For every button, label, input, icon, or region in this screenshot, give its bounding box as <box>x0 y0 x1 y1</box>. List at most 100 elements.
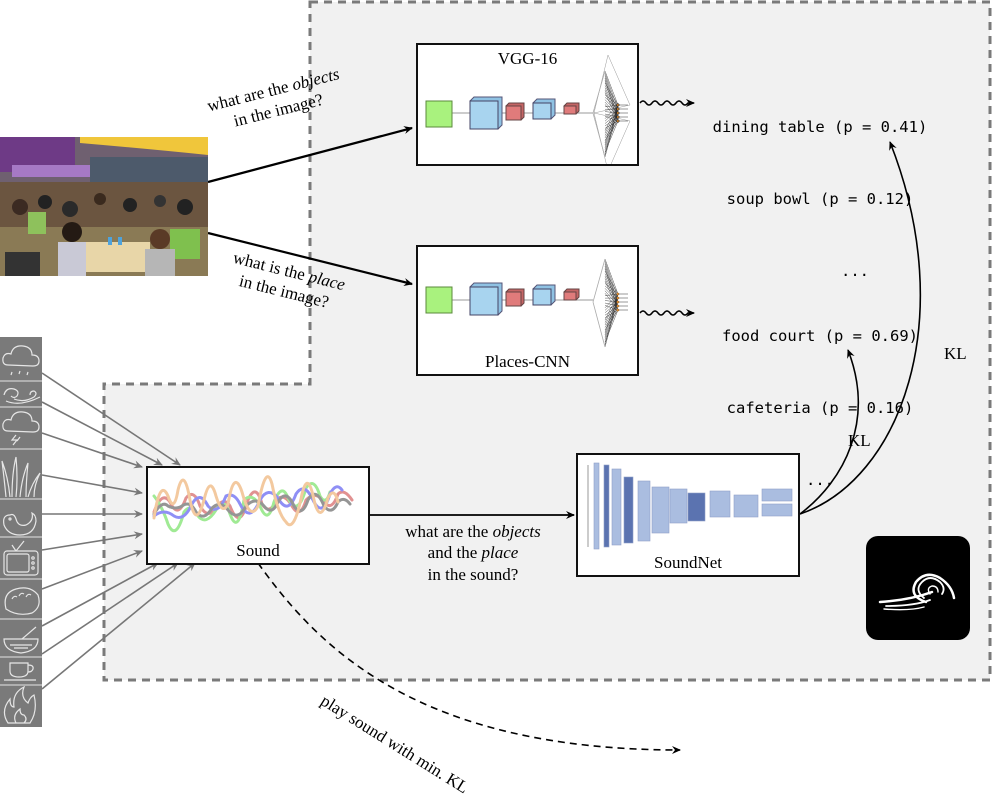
sound-waveforms <box>152 475 354 533</box>
soundnet-layers <box>593 462 793 550</box>
soundnet-architecture <box>587 462 793 550</box>
soundnet-layer <box>687 492 706 522</box>
vgg16-title: VGG-16 <box>497 49 558 68</box>
fc-connection <box>604 94 619 106</box>
fc-connection <box>604 261 619 299</box>
vgg16-architecture <box>425 54 631 164</box>
sound-question-line1-pre: what are the <box>405 522 493 541</box>
icon-strip-graphic <box>0 345 42 724</box>
fc-connection <box>604 104 619 119</box>
places-cnn-box: Places-CNN <box>416 245 639 376</box>
place-predictions: food court (p = 0.69) cafeteria (p = 0.1… <box>692 276 948 540</box>
fc-connection <box>604 108 619 146</box>
places-cnn-architecture <box>425 258 628 348</box>
vgg-output-wave <box>639 99 695 107</box>
place-prediction-2: cafeteria (p = 0.16) <box>726 399 914 417</box>
photo-graphic <box>0 137 208 276</box>
soundnet-layer <box>623 476 634 544</box>
fc-connection <box>604 293 619 311</box>
sound-title: Sound <box>236 541 280 560</box>
soundnet-layer <box>733 494 759 518</box>
cnn-layers <box>425 96 593 130</box>
place-prediction-1: food court (p = 0.69) <box>722 327 918 345</box>
soundnet-layer <box>611 468 622 546</box>
soundnet-layer <box>637 480 651 542</box>
fire-icon <box>3 685 36 724</box>
soundnet-layer <box>651 486 670 534</box>
places-output-wave <box>639 309 695 317</box>
wave-swirl-icon <box>878 573 956 611</box>
soundnet-box: SoundNet <box>576 453 800 577</box>
sound-category-icons <box>0 337 42 727</box>
fc-connection <box>604 70 619 106</box>
rain-cloud-icon <box>0 345 42 382</box>
soundnet-layer <box>603 464 610 548</box>
soundnet-output-layer <box>761 503 793 517</box>
fc-connection <box>604 104 619 131</box>
kl-label-places: KL <box>848 431 871 450</box>
fc-connection <box>604 85 619 110</box>
fc-connection <box>604 108 619 158</box>
fc-connection <box>604 258 619 295</box>
fc-connection <box>604 283 619 295</box>
icon-connectors <box>41 372 196 690</box>
place-prediction-ellipsis: ... <box>806 471 834 489</box>
fc-connection <box>604 104 619 143</box>
food-court-photo <box>0 137 208 276</box>
fc-connection <box>604 82 619 106</box>
fc-connection <box>604 293 619 345</box>
kl-curve-places <box>799 349 860 515</box>
fc-connection <box>604 293 619 309</box>
soundnet-output-layer <box>761 488 793 502</box>
app-logo <box>866 536 970 640</box>
fc-connection <box>604 288 619 303</box>
vgg16-box: VGG-16 <box>416 43 639 166</box>
sound-question-line2-pre: and the <box>427 543 482 563</box>
soundnet-layer <box>669 488 688 524</box>
place-arrow <box>207 231 413 286</box>
fc-edge <box>592 258 606 348</box>
kl-label-objects: KL <box>944 344 967 363</box>
fc-connection <box>604 271 619 295</box>
fc-connection <box>604 104 619 108</box>
fc-connection <box>604 276 619 303</box>
sound-question-line2-emphasis: place <box>481 543 519 563</box>
bird-icon <box>0 511 42 538</box>
wind-icon <box>0 388 42 408</box>
sound-question-line3: in the sound? <box>427 564 519 584</box>
fc-connection <box>604 297 619 348</box>
waveform-orange <box>152 475 340 527</box>
fc-connection <box>604 293 619 333</box>
fc-connection <box>604 278 619 307</box>
fully-connected-fan <box>592 54 631 164</box>
soundnet-layer <box>709 490 731 518</box>
sound-box: Sound <box>146 466 370 565</box>
waveform-gray <box>152 492 352 518</box>
fc-connection <box>604 273 619 299</box>
television-icon <box>0 540 42 580</box>
soundnet-layer <box>593 462 600 550</box>
fc-connection <box>604 297 619 335</box>
object-predictions: dining table (p = 0.41) soup bowl (p = 0… <box>692 67 948 331</box>
fc-connection <box>604 104 619 155</box>
places-cnn-title: Places-CNN <box>485 352 570 371</box>
fc-connection <box>604 285 619 299</box>
object-prediction-ellipsis: ... <box>841 262 869 280</box>
objects-arrow <box>207 126 413 184</box>
fc-connection <box>604 280 619 311</box>
mortar-bowl-icon <box>0 626 42 658</box>
fc-connection <box>604 87 619 114</box>
sound-question: what are the objects and the place in th… <box>378 521 568 585</box>
fc-connection <box>604 293 619 321</box>
kl-curve-objects <box>799 141 922 515</box>
bread-icon <box>0 587 42 620</box>
cnn-layers <box>425 282 593 316</box>
grass-icon <box>0 456 42 500</box>
object-prediction-2: soup bowl (p = 0.12) <box>726 190 914 208</box>
fully-connected-fan <box>592 258 628 348</box>
fc-connection <box>604 293 619 296</box>
object-prediction-1: dining table (p = 0.41) <box>712 118 928 136</box>
soundnet-title: SoundNet <box>654 553 722 572</box>
sound-question-line1-emphasis: objects <box>492 522 541 541</box>
